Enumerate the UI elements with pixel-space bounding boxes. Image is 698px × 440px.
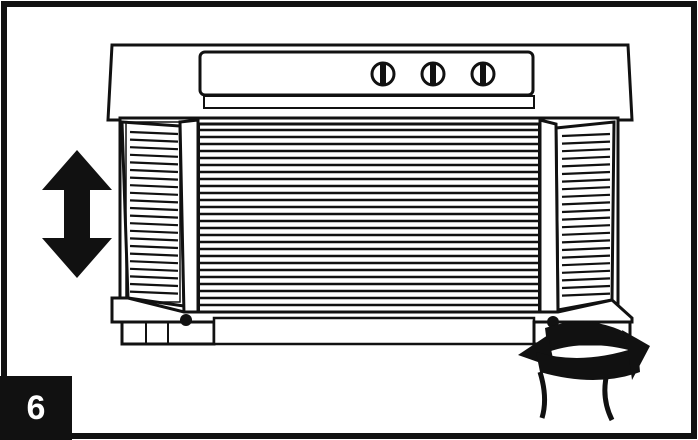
knob-3-icon <box>470 61 496 87</box>
grille-louvers <box>200 128 538 307</box>
step-number: 6 <box>26 388 46 427</box>
left-side-panel <box>120 118 200 316</box>
knob-1-icon <box>370 61 396 87</box>
vertical-double-arrow-icon <box>42 150 112 278</box>
left-screw-icon <box>180 314 192 326</box>
front-grille <box>196 122 542 316</box>
control-lip <box>203 95 535 109</box>
right-side-panel <box>538 118 616 316</box>
control-housing <box>106 43 634 122</box>
step-number-badge: 6 <box>0 376 72 440</box>
rotate-arrow-icon <box>518 321 650 422</box>
knob-2-icon <box>420 61 446 87</box>
